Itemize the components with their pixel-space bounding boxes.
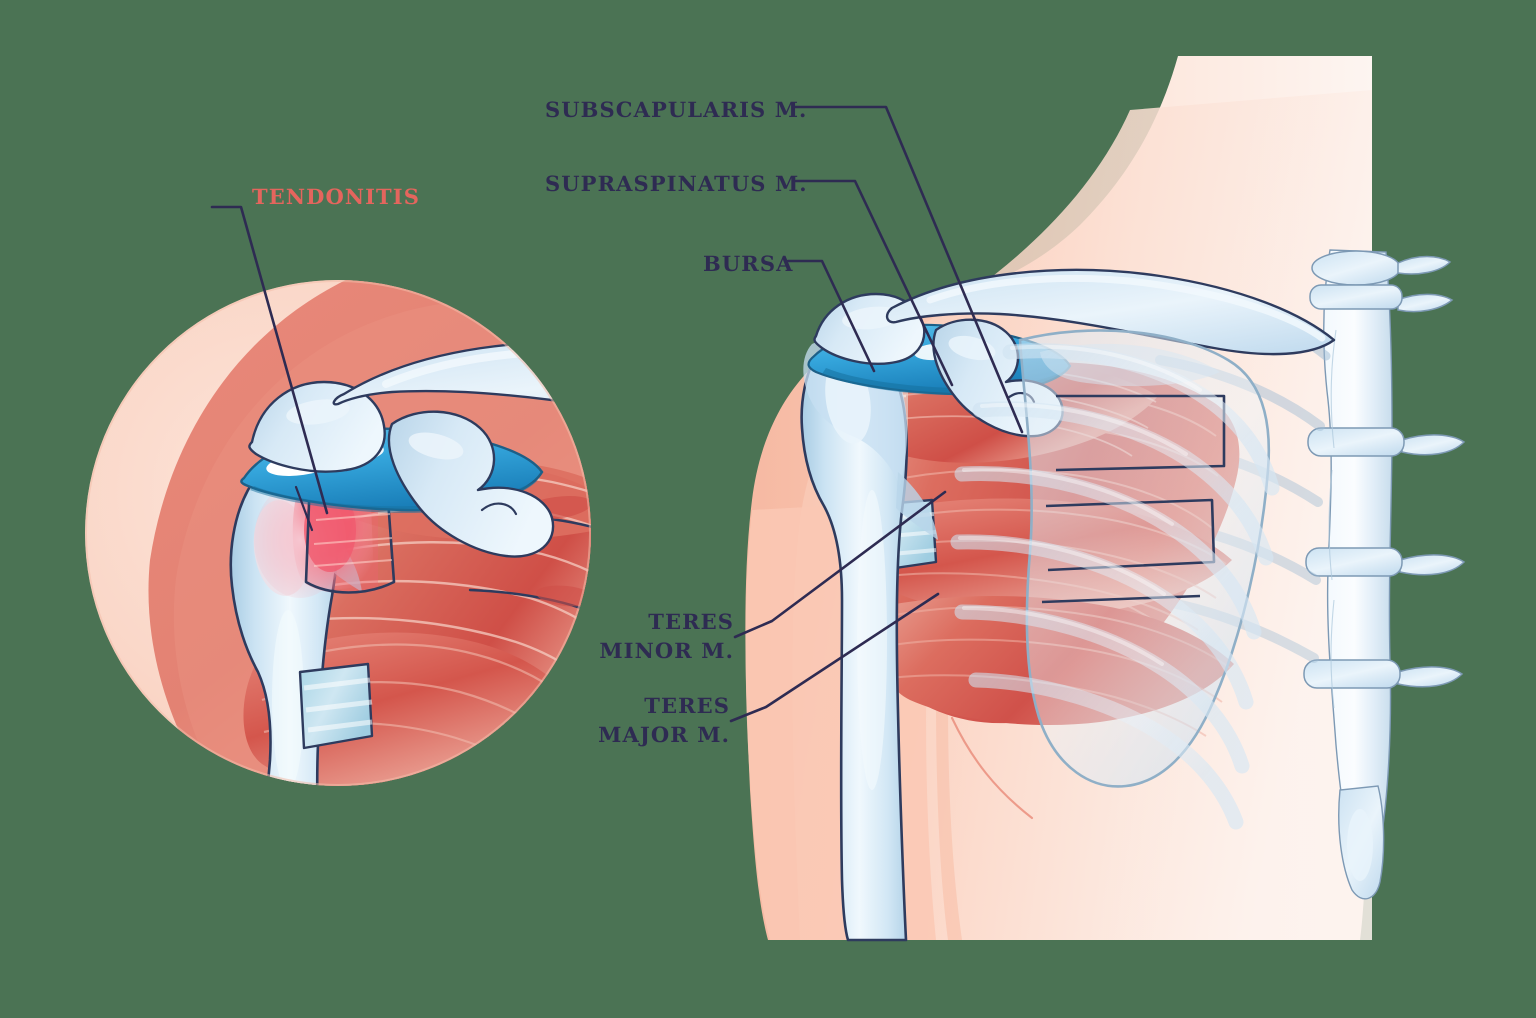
ribcage-overlay [950, 343, 1280, 830]
teres-minor-leader [733, 490, 947, 639]
label-teres-minor: TERES MINOR M. [484, 608, 734, 666]
arm-gap [936, 700, 962, 940]
subscapularis-leader [791, 105, 1024, 434]
label-bursa: BURSA [703, 251, 794, 276]
inset-coracoid [387, 410, 555, 558]
armpit-crease [950, 716, 1034, 820]
bursa-leader [786, 259, 876, 373]
label-supraspinatus: SUPRASPINATUS M. [545, 171, 808, 196]
label-tendonitis: TENDONITIS [252, 184, 420, 209]
inset-acromion [248, 380, 386, 473]
tendonitis-branch [294, 485, 314, 532]
label-teres-major-line2: MAJOR M. [598, 721, 730, 747]
main-shoulder-figure [745, 56, 1466, 942]
leader-lines [210, 105, 1024, 723]
clavicle [885, 268, 1336, 356]
supraspinatus-leader [794, 179, 954, 387]
label-teres-major-line1: TERES [644, 693, 730, 718]
label-teres-major: TERES MAJOR M. [480, 692, 730, 750]
label-teres-minor-line2: MINOR M. [599, 637, 734, 663]
teres-major-leader [729, 592, 940, 723]
spine [1303, 249, 1466, 900]
label-subscapularis: SUBSCAPULARIS M. [545, 97, 808, 122]
tendonitis-leader [210, 205, 329, 515]
label-teres-minor-line1: TERES [648, 609, 734, 634]
magnifier-inset [85, 280, 591, 786]
